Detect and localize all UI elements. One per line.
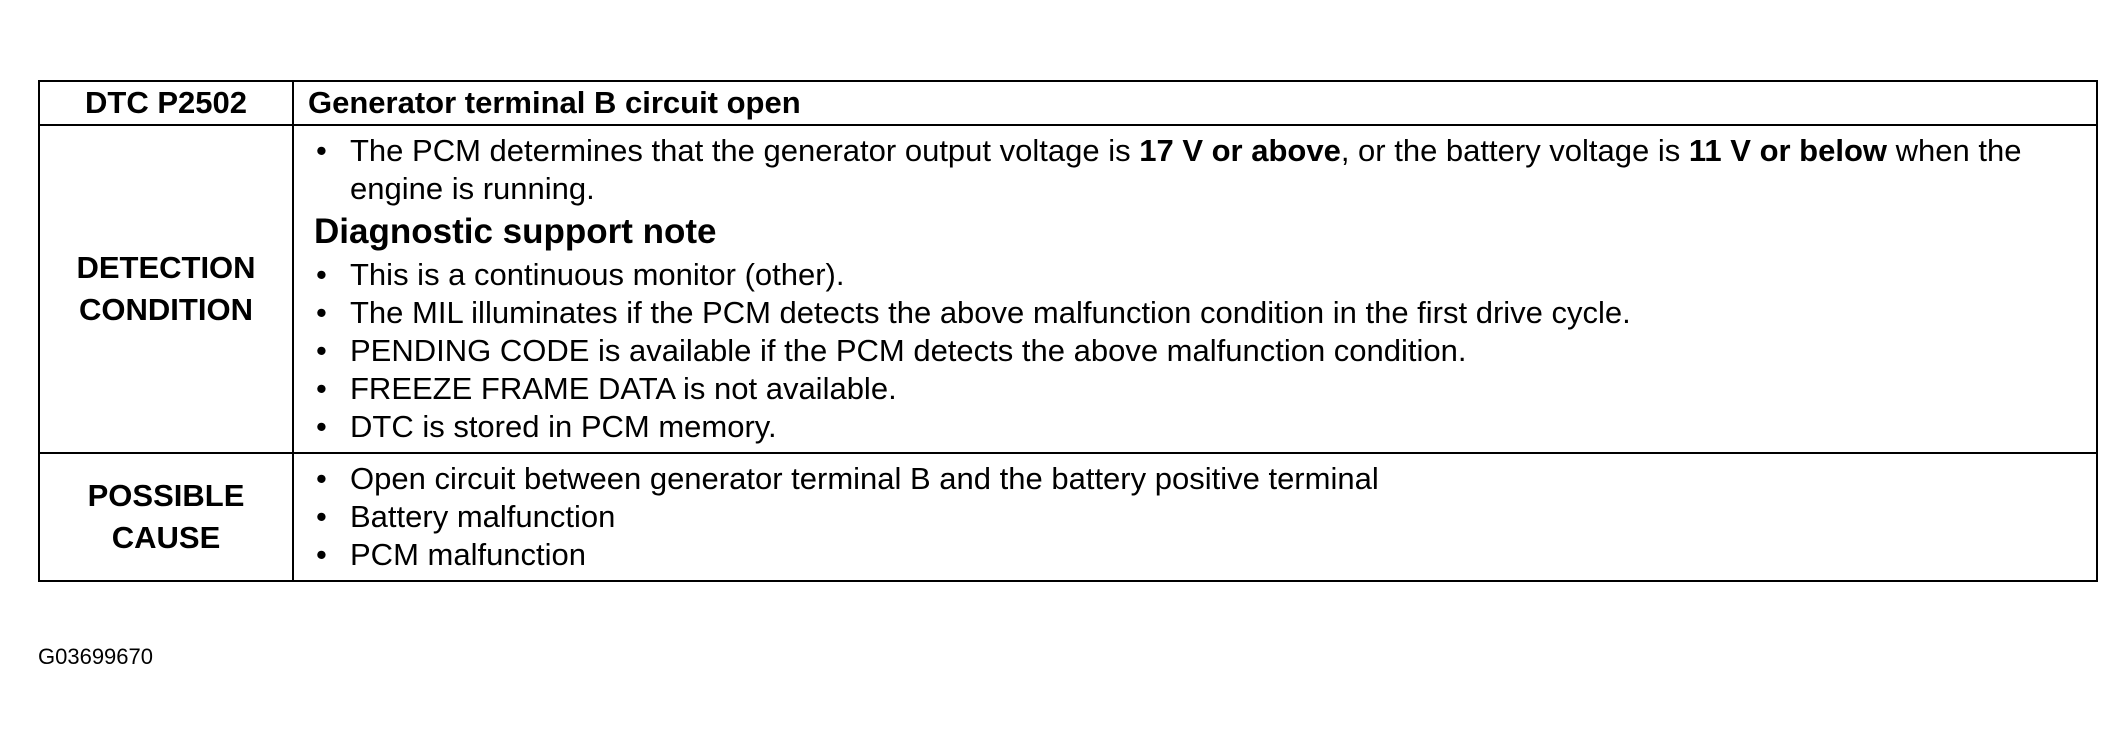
bullet-icon: • bbox=[316, 295, 327, 330]
bullet-icon: • bbox=[316, 257, 327, 292]
detection-label-cell: DETECTION CONDITION bbox=[38, 124, 294, 454]
bullet-icon: • bbox=[316, 371, 327, 406]
detection-text-2: , or the battery voltage is bbox=[1340, 133, 1689, 168]
bullet-icon: • bbox=[316, 133, 327, 168]
cause-text: Open circuit between generator terminal … bbox=[350, 461, 1379, 496]
cause-item: • Open circuit between generator terminal… bbox=[312, 460, 2086, 498]
figure-id: G03699670 bbox=[38, 644, 153, 669]
detection-content-cell: • The PCM determines that the generator … bbox=[292, 124, 2098, 454]
detection-text-3: when the engine is running. bbox=[350, 133, 2022, 206]
support-note-item: • The MIL illuminates if the PCM detects … bbox=[312, 294, 2086, 332]
bullet-icon: • bbox=[316, 537, 327, 572]
detection-threshold-high: 17 V or above bbox=[1139, 133, 1341, 168]
detection-bullet: • The PCM determines that the generator … bbox=[312, 132, 2086, 208]
bullet-icon: • bbox=[316, 461, 327, 496]
dtc-table: DTC P2502 Generator terminal B circuit o… bbox=[38, 80, 2098, 582]
cause-label-cell: POSSIBLE CAUSE bbox=[38, 452, 294, 582]
cause-list: • Open circuit between generator terminal… bbox=[312, 460, 2086, 574]
support-note-item: • PENDING CODE is available if the PCM de… bbox=[312, 332, 2086, 370]
dtc-code-cell: DTC P2502 bbox=[38, 80, 294, 126]
detection-threshold-low: 11 V or below bbox=[1688, 133, 1888, 168]
diagnostic-support-heading: Diagnostic support note bbox=[314, 212, 717, 251]
dtc-code: DTC P2502 bbox=[85, 85, 247, 120]
cause-row: POSSIBLE CAUSE • Open circuit between gen… bbox=[38, 452, 2098, 582]
support-note-item: • DTC is stored in PCM memory. bbox=[312, 408, 2086, 446]
cause-text: Battery malfunction bbox=[350, 499, 616, 534]
detection-label-line1: DETECTION bbox=[76, 250, 256, 285]
support-note-item: • This is a continuous monitor (other). bbox=[312, 256, 2086, 294]
support-note-text: FREEZE FRAME DATA is not available. bbox=[350, 371, 897, 406]
cause-text: PCM malfunction bbox=[350, 537, 587, 572]
support-note-text: PENDING CODE is available if the PCM det… bbox=[350, 333, 1467, 368]
cause-content-cell: • Open circuit between generator terminal… bbox=[292, 452, 2098, 582]
dtc-title: Generator terminal B circuit open bbox=[308, 85, 801, 120]
support-note-text: This is a continuous monitor (other). bbox=[350, 257, 845, 292]
detection-text-1: The PCM determines that the generator ou… bbox=[350, 133, 1140, 168]
support-note-item: • FREEZE FRAME DATA is not available. bbox=[312, 370, 2086, 408]
cause-label-line1: POSSIBLE bbox=[87, 478, 245, 513]
cause-item: • PCM malfunction bbox=[312, 536, 2086, 574]
support-note-text: The MIL illuminates if the PCM detects t… bbox=[350, 295, 1631, 330]
cause-item: • Battery malfunction bbox=[312, 498, 2086, 536]
bullet-icon: • bbox=[316, 333, 327, 368]
bullet-icon: • bbox=[316, 499, 327, 534]
detection-row: DETECTION CONDITION • The PCM determines… bbox=[38, 124, 2098, 454]
dtc-title-cell: Generator terminal B circuit open bbox=[292, 80, 2098, 126]
detection-label-line2: CONDITION bbox=[79, 292, 253, 327]
cause-label-line2: CAUSE bbox=[111, 520, 221, 555]
support-notes-list: • This is a continuous monitor (other). •… bbox=[312, 256, 2086, 446]
support-note-text: DTC is stored in PCM memory. bbox=[350, 409, 777, 444]
header-row: DTC P2502 Generator terminal B circuit o… bbox=[38, 80, 2098, 126]
bullet-icon: • bbox=[316, 409, 327, 444]
detection-bullets: • The PCM determines that the generator … bbox=[312, 132, 2086, 208]
